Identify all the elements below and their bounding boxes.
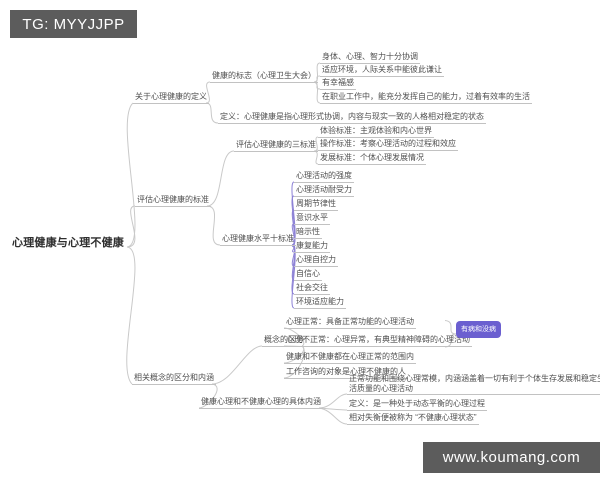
leaf-counseling-target[interactable]: 工作咨询的对象是心理不健康的人 xyxy=(284,367,408,379)
leaf-health-sign-3[interactable]: 有幸福感 xyxy=(320,78,356,90)
topic-ten-standards[interactable]: 心理健康水平十标准 xyxy=(220,234,296,246)
topic-root[interactable]: 心理健康与心理不健康 xyxy=(12,237,124,249)
leaf-ten-3[interactable]: 周期节律性 xyxy=(294,199,338,211)
leaf-ten-4[interactable]: 意识水平 xyxy=(294,213,330,225)
topic-health-signs[interactable]: 健康的标志（心理卫生大会） xyxy=(210,71,318,83)
topic-evaluation-branch[interactable]: 评估心理健康的标准 xyxy=(135,195,211,207)
leaf-ten-1[interactable]: 心理活动的强度 xyxy=(294,171,354,183)
topic-definition-branch[interactable]: 关于心理健康的定义 xyxy=(133,92,209,104)
topic-concepts-branch[interactable]: 相关概念的区分和内涵 xyxy=(132,373,216,385)
callout-badge[interactable]: 有病和没病 xyxy=(456,321,501,338)
leaf-standard-operation[interactable]: 操作标准：考察心理活动的过程和效应 xyxy=(318,139,458,151)
leaf-both-in-normal-range[interactable]: 健康和不健康都在心理正常的范围内 xyxy=(284,352,416,364)
tg-channel-label: TG: MYYJJPP xyxy=(10,10,137,38)
watermark: www.koumang.com xyxy=(423,442,600,473)
topic-three-standards[interactable]: 评估心理健康的三标准 xyxy=(234,140,318,152)
leaf-ten-9[interactable]: 社会交往 xyxy=(294,283,330,295)
leaf-ten-10[interactable]: 环境适应能力 xyxy=(294,297,346,309)
leaf-ten-8[interactable]: 自信心 xyxy=(294,269,322,281)
leaf-ten-6[interactable]: 康复能力 xyxy=(294,241,330,253)
leaf-ten-7[interactable]: 心理自控力 xyxy=(294,255,338,267)
leaf-abnormal-psych[interactable]: 心理不正常：心理异常，有典型精神障碍的心理活动 xyxy=(284,335,472,347)
leaf-dynamic-balance-definition[interactable]: 定义：是一种处于动态平衡的心理过程 xyxy=(347,399,487,411)
leaf-health-sign-4[interactable]: 在职业工作中，能充分发挥自己的能力，过着有效率的生活 xyxy=(320,92,532,104)
leaf-health-sign-2[interactable]: 适应环境，人际关系中能彼此谦让 xyxy=(320,65,444,77)
leaf-ten-5[interactable]: 暗示性 xyxy=(294,227,322,239)
leaf-standard-experience[interactable]: 体验标准：主观体验和内心世界 xyxy=(318,126,434,138)
topic-specific-connotation[interactable]: 健康心理和不健康心理的具体内涵 xyxy=(199,397,323,409)
leaf-ten-2[interactable]: 心理活动耐受力 xyxy=(294,185,354,197)
leaf-standard-development[interactable]: 发展标准：个体心理发展情况 xyxy=(318,153,426,165)
leaf-health-sign-1[interactable]: 身体、心理、智力十分协调 xyxy=(320,52,420,64)
leaf-normal-psych[interactable]: 心理正常：具备正常功能的心理活动 xyxy=(284,317,416,329)
leaf-unhealthy-state[interactable]: 相对失衡便被称为 “不健康心理状态” xyxy=(347,413,479,425)
leaf-healthy-psych-connotation[interactable]: 正常功能和围绕心理常模，内涵涵盖着一切有利于个体生存发展和稳定生活质量的心理活动 xyxy=(347,374,600,395)
leaf-health-definition[interactable]: 定义：心理健康是指心理形式协调，内容与现实一致的人格相对稳定的状态 xyxy=(218,112,486,124)
